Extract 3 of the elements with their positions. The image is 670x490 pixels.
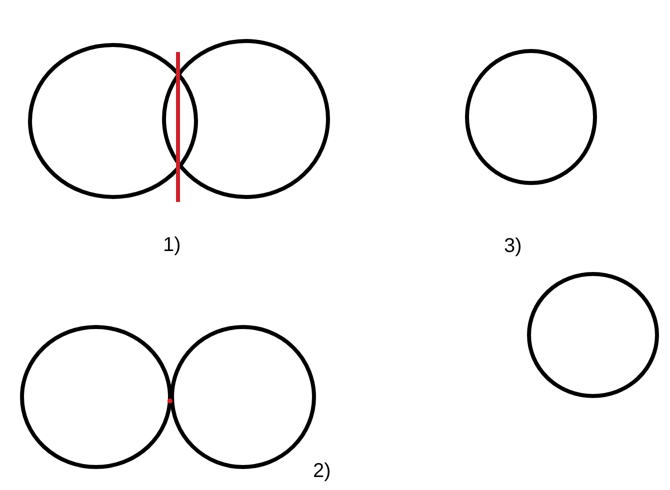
figure-number: 2) — [313, 461, 331, 481]
figure-number: 1) — [163, 235, 181, 255]
figure-number: 3) — [504, 236, 522, 256]
